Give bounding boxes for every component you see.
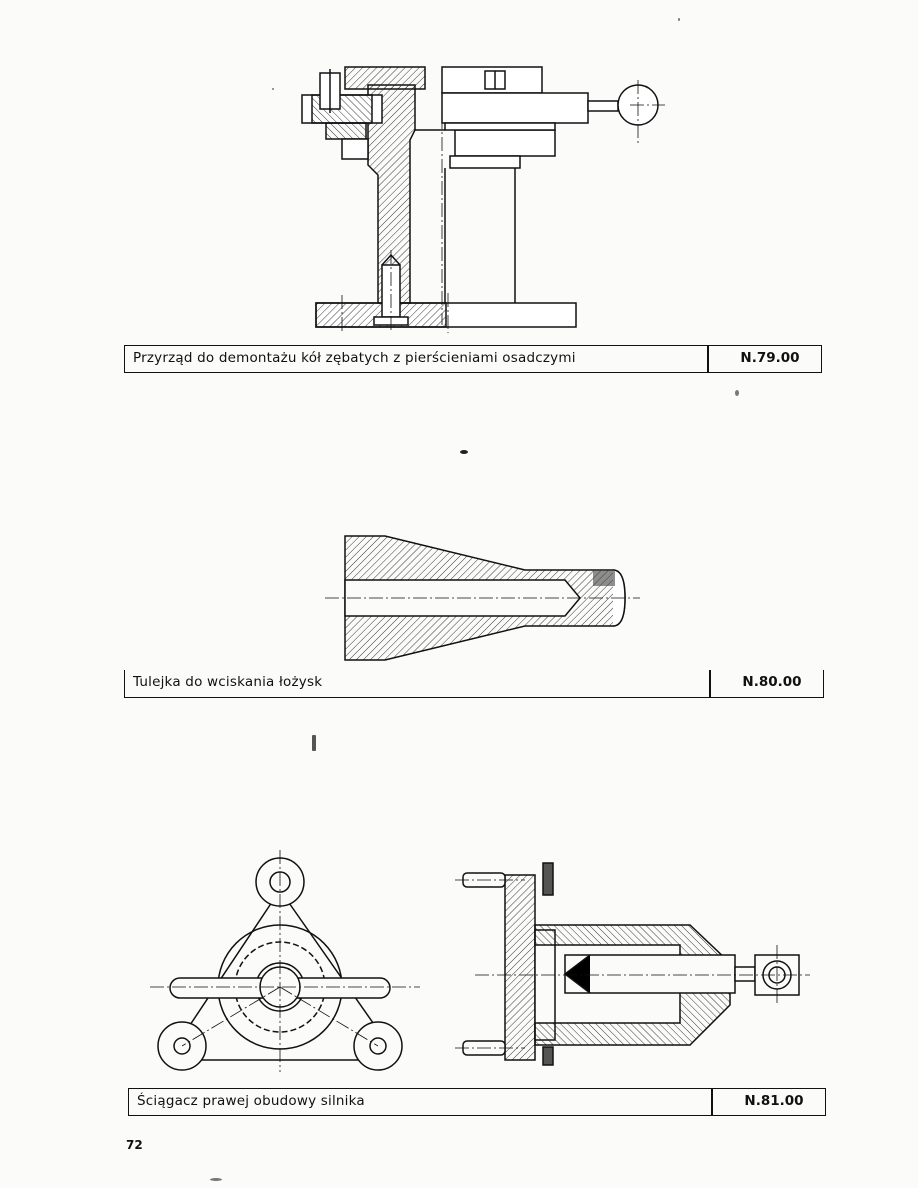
caption-title-n79: Przyrząd do demontażu kół zębatych z pie… bbox=[133, 350, 576, 366]
drawing-motor-housing-puller-section bbox=[455, 862, 810, 1066]
caption-bar-n80: Tulejka do wciskania łożysk N.80.00 bbox=[124, 670, 824, 698]
scan-speck bbox=[312, 735, 316, 751]
page-number: 72 bbox=[126, 1138, 143, 1152]
drawing-gear-puller-fixture bbox=[301, 66, 665, 333]
scan-speck bbox=[460, 450, 468, 454]
scan-speck bbox=[735, 390, 739, 396]
drawing-motor-housing-puller-front bbox=[150, 850, 420, 1072]
scan-speck bbox=[272, 88, 274, 90]
caption-title-n81: Ściągacz prawej obudowy silnika bbox=[137, 1093, 365, 1109]
caption-bar-n81: Ściągacz prawej obudowy silnika N.81.00 bbox=[128, 1088, 826, 1116]
caption-code-n79: N.79.00 bbox=[740, 350, 800, 366]
caption-bar-n79: Przyrząd do demontażu kół zębatych z pie… bbox=[124, 345, 822, 373]
scan-speck bbox=[210, 1178, 222, 1181]
scan-speck bbox=[678, 18, 680, 21]
drawing-bearing-press-sleeve bbox=[325, 535, 640, 661]
caption-code-n81: N.81.00 bbox=[744, 1093, 804, 1109]
caption-code-n80: N.80.00 bbox=[742, 674, 802, 690]
caption-title-n80: Tulejka do wciskania łożysk bbox=[133, 674, 323, 690]
